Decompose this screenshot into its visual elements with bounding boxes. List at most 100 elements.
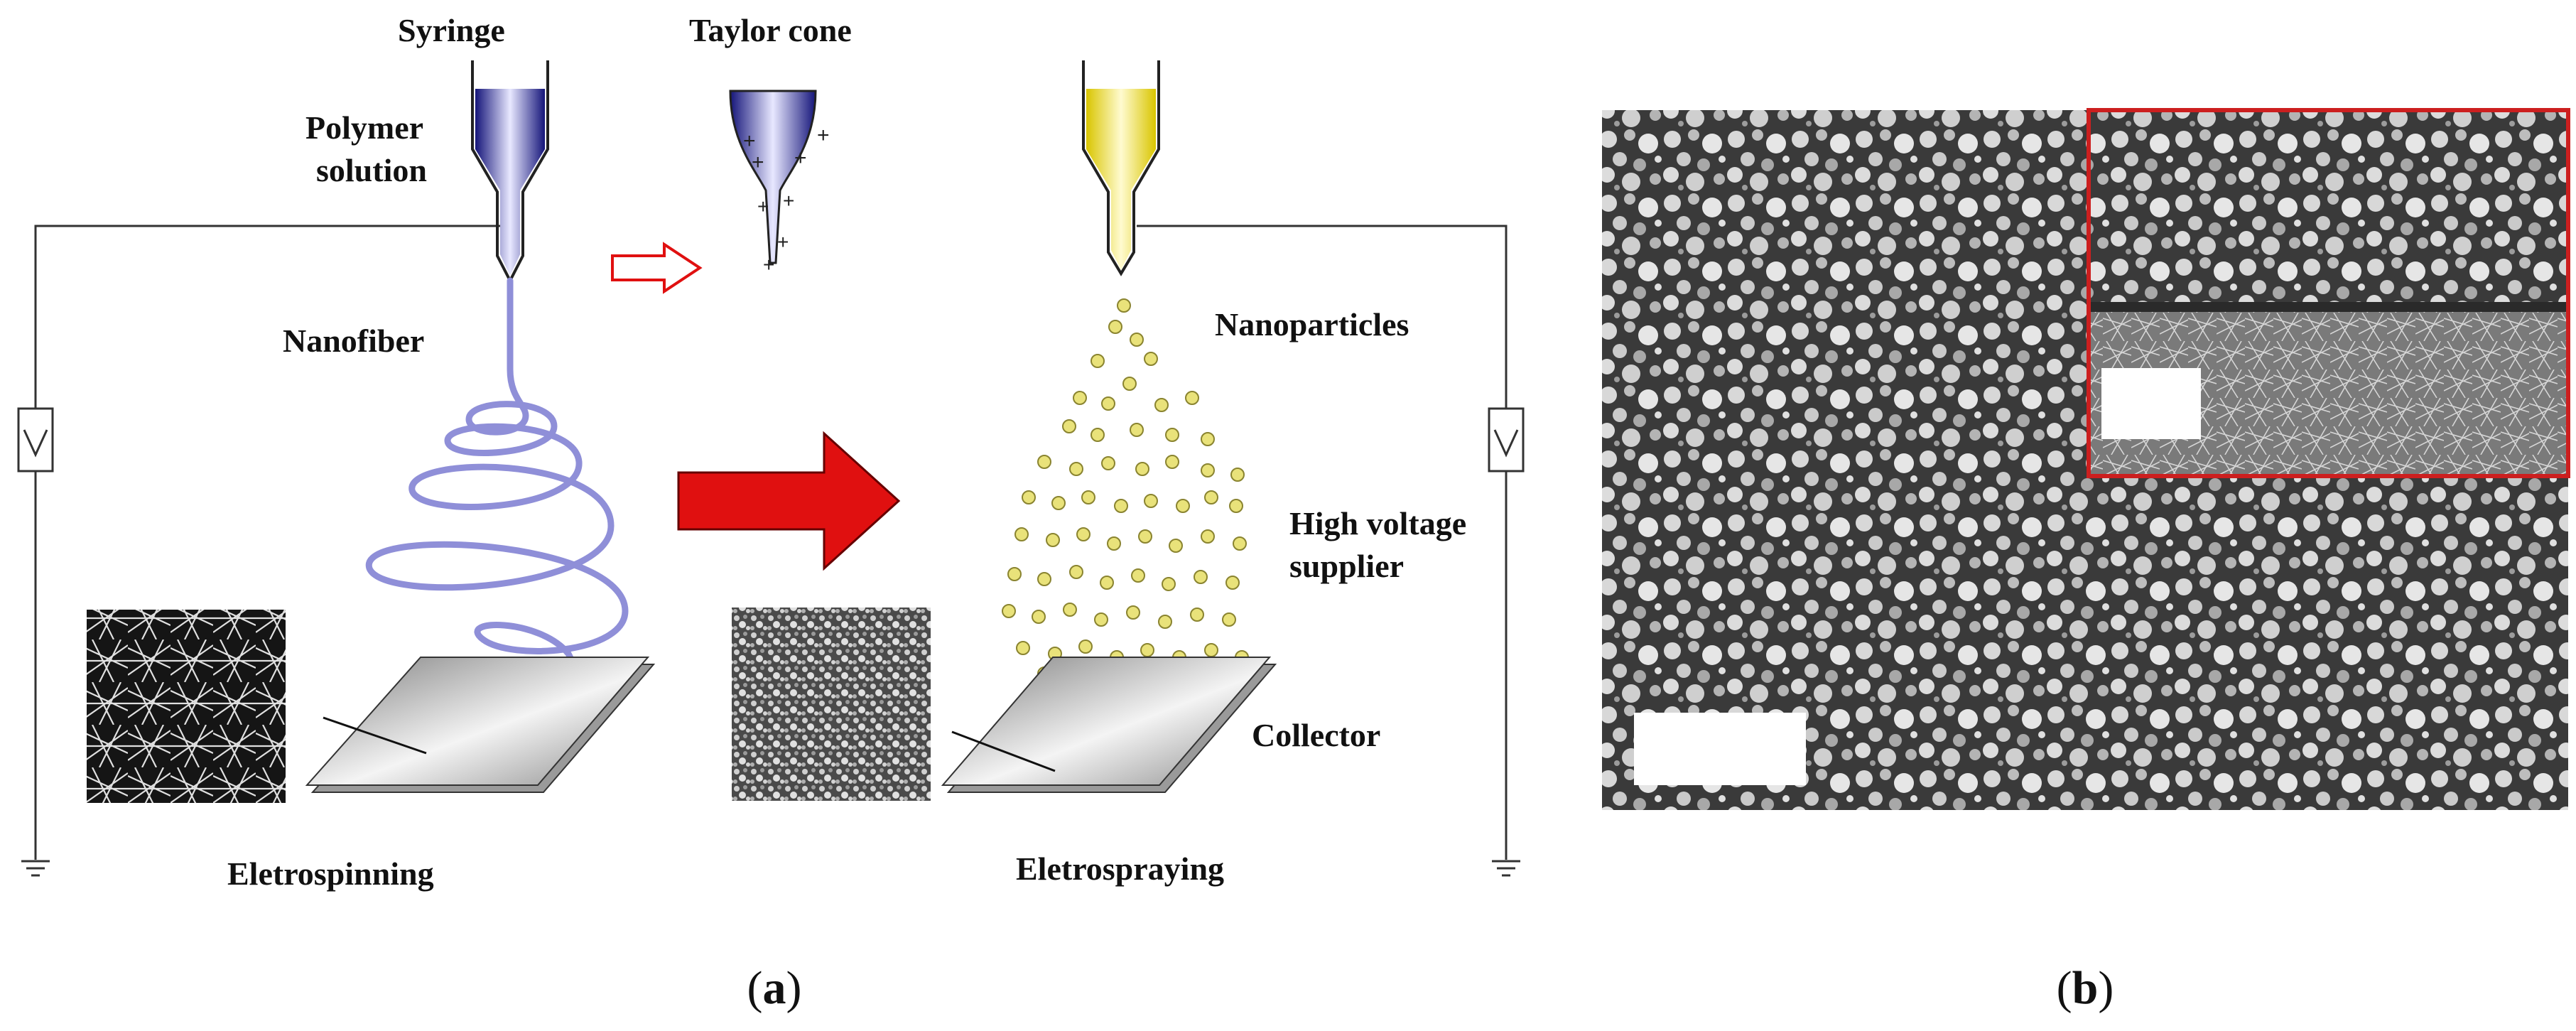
left-circuit-wire [34,225,501,860]
nanoparticle-dot [1014,527,1029,541]
caption-a: (a) [747,962,802,1014]
nanoparticle-dot [1165,455,1179,469]
svg-text:+: + [743,129,756,153]
nanoparticle-dot [1201,529,1215,544]
nanoparticle-dot [1201,463,1215,477]
svg-text:+: + [783,190,794,212]
nanoparticle-dot [1225,576,1240,590]
nanoparticle-dot [1138,529,1152,544]
left-collector-plate [305,657,656,793]
main-scale-bar-box [1634,713,1806,785]
svg-text:+: + [757,195,769,217]
nanoparticle-dot [1162,577,1176,591]
nanoparticle-dot [1051,496,1066,510]
right-ground-icon [1492,860,1520,877]
nanoparticle-dot [1037,455,1051,469]
taylor-cone-icon: + + + + + + + + [729,90,830,276]
left-ground-icon [21,860,50,877]
nanoparticle-dot [1101,396,1115,411]
nanoparticle-dot [1230,468,1245,482]
nanoparticle-dot [1169,539,1183,553]
nanoparticle-dot [1091,354,1105,368]
label-high-voltage-line1: High voltage [1289,505,1466,541]
nanoparticle-dot [1108,320,1122,334]
svg-text:+: + [752,151,764,174]
nanoparticle-dot [1135,462,1149,476]
nanoparticle-dot [1046,533,1060,547]
nanoparticle-cloud [1002,298,1249,686]
inset-scale-bar-box [2101,368,2201,439]
svg-text:+: + [763,254,774,276]
nanoparticle-dot [1032,610,1046,624]
nanoparticle-dot [1107,536,1121,551]
nanoparticle-dot [1114,499,1128,513]
nanoparticle-dot [1073,391,1087,405]
small-hollow-arrow-icon [611,242,703,294]
label-electrospraying: Eletrospraying [1016,851,1224,887]
nanoparticle-dot [1078,639,1093,654]
panel-b: (b) [1602,108,2570,1014]
nanoparticle-dot [1158,615,1172,629]
label-electrospinning: Eletrospinning [227,855,434,892]
svg-text:+: + [794,146,807,170]
nanoparticle-dot [1069,565,1083,579]
panel-a: + + + + + + + + [17,12,1525,1014]
yellow-syringe-icon [1082,60,1160,276]
nanoparticle-dot [1130,423,1144,437]
nanoparticle-dot [1144,352,1158,366]
label-polymer-line1: Polymer [305,109,423,146]
label-collector: Collector [1252,717,1380,753]
caption-b: (b) [2057,962,2114,1014]
nanoparticle-dot [1233,536,1247,551]
label-nanoparticles: Nanoparticles [1215,306,1409,342]
nanoparticle-dot [1194,570,1208,584]
nanoparticle-dot [1204,643,1218,657]
nanoparticle-dot [1176,499,1190,513]
blue-syringe-icon [471,60,549,284]
nanoparticle-dot [1130,333,1144,347]
nanoparticle-dot [1016,641,1030,655]
label-nanofiber: Nanofiber [283,323,424,359]
nanoparticle-dot [1094,612,1108,627]
nanoparticle-dot [1007,567,1022,581]
nanoparticle-dot [1204,490,1218,504]
nanoparticle-dot [1117,298,1131,313]
nanoparticle-dot [1100,576,1114,590]
right-collector-plate [941,657,1277,793]
svg-text:+: + [777,231,789,253]
nanoparticle-dot [1222,612,1236,627]
nanoparticle-dot [1154,398,1169,412]
nanoparticle-dot [1190,608,1204,622]
nanoparticle-dot [1081,490,1095,504]
nanoparticle-dot [1229,499,1243,513]
big-red-arrow-icon [677,431,901,571]
nanofiber-sem-image [87,610,286,803]
right-circuit-wire [1137,225,1508,860]
label-taylor-cone: Taylor cone [689,12,852,48]
nanoparticle-sem-image [732,608,931,801]
nanoparticle-dot [1091,428,1105,442]
nanoparticle-dot [1144,494,1158,508]
nanoparticle-dot [1076,527,1091,541]
nanoparticle-dot [1126,605,1140,620]
nanoparticle-dot [1063,603,1077,617]
label-high-voltage-line2: supplier [1289,548,1404,584]
nanoparticle-dot [1185,391,1199,405]
nanoparticle-dot [1022,490,1036,504]
nanoparticle-dot [1122,377,1137,391]
svg-text:+: + [817,124,830,147]
nanoparticle-dot [1201,432,1215,446]
nanoparticle-dot [1101,456,1115,470]
label-syringe: Syringe [398,12,505,48]
left-voltmeter-icon [17,407,54,473]
nanoparticle-dot [1140,643,1154,657]
nanoparticle-dot [1131,568,1145,583]
nanoparticle-dot [1165,428,1179,442]
nanoparticle-dot [1002,604,1016,618]
nanoparticle-dot [1069,462,1083,476]
label-polymer-line2: solution [316,152,427,188]
nanoparticle-dot [1062,419,1076,433]
nanofiber-spiral [366,277,629,686]
nanoparticle-dot [1037,572,1051,586]
